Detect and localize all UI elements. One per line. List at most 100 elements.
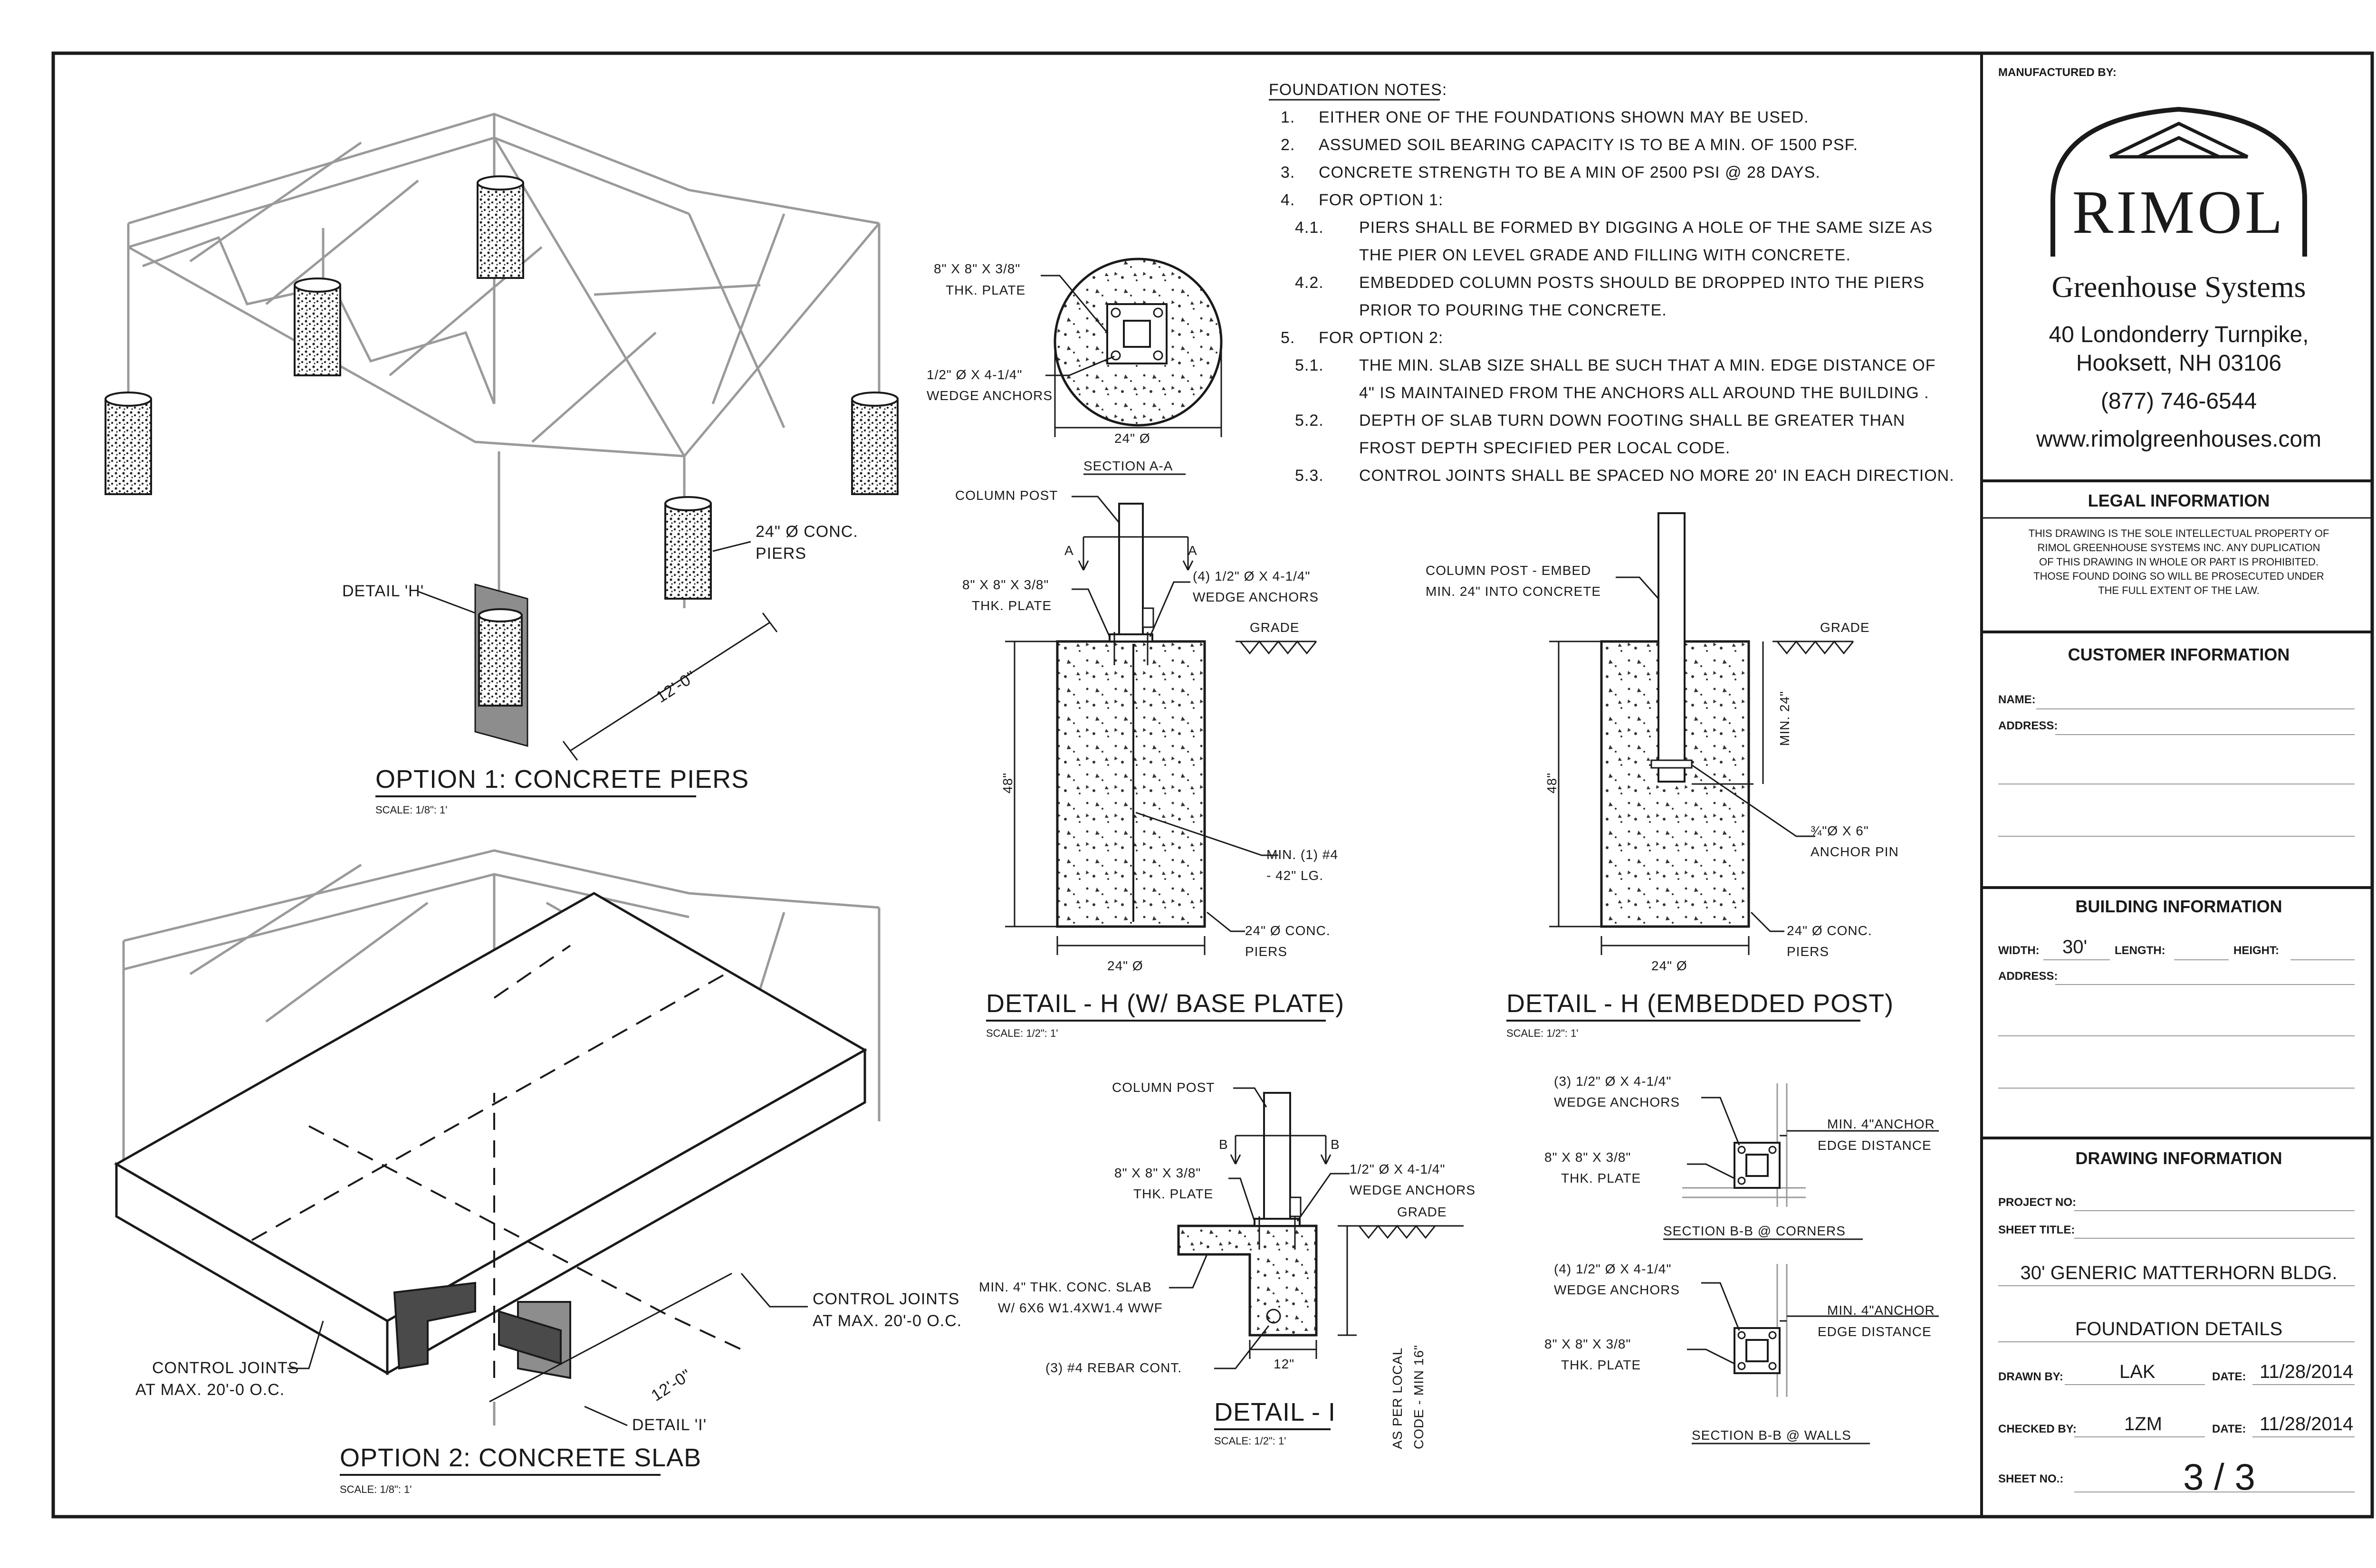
- grade-line: [1236, 640, 1317, 655]
- depth-dim: [1549, 641, 1601, 927]
- pier: [105, 392, 152, 495]
- legal-line: OF THIS DRAWING IN WHOLE OR PART IS PROH…: [2039, 556, 2319, 568]
- aa-anchor-line1: 1/2" Ø X 4-1/4": [927, 367, 1022, 382]
- width-dim: [1249, 1340, 1317, 1359]
- option2-title: OPTION 2: CONCRETE SLAB: [340, 1444, 701, 1472]
- pier: [851, 392, 899, 495]
- cut-label-a: A: [1064, 543, 1074, 558]
- company-website[interactable]: www.rimolgreenhouses.com: [2036, 427, 2321, 452]
- option2-dimension: [489, 1272, 732, 1403]
- i-anchor-line1: 1/2" Ø X 4-1/4": [1350, 1162, 1445, 1176]
- option1-title: OPTION 1: CONCRETE PIERS: [375, 765, 749, 794]
- column-section: [1123, 320, 1151, 348]
- wedge-anchors: [1258, 1216, 1296, 1250]
- detail-h-plate-scale: SCALE: 1/2": 1': [986, 1027, 1058, 1039]
- note-number: 2.: [1281, 136, 1295, 154]
- bbw-edge-line1: MIN. 4"ANCHOR: [1827, 1303, 1935, 1318]
- notes-list: 1. EITHER ONE OF THE FOUNDATIONS SHOWN MA…: [1281, 108, 1954, 485]
- note-text: EITHER ONE OF THE FOUNDATIONS SHOWN MAY …: [1319, 108, 1809, 126]
- length-label: LENGTH:: [2115, 944, 2165, 957]
- plate-leader: [1228, 1177, 1255, 1222]
- anchor-leader: [1149, 581, 1190, 637]
- anchor-leader: [1045, 355, 1115, 376]
- h-pier-line1: 24" Ø CONC.: [1245, 923, 1331, 938]
- anchor-hole: [1768, 1146, 1777, 1154]
- control-joints: [251, 945, 742, 1378]
- column-leader: [1233, 1087, 1267, 1108]
- sheet-title-label: SHEET TITLE:: [1998, 1224, 2075, 1236]
- emb-grade-label: GRADE: [1820, 620, 1870, 635]
- drawn-by-value: LAK: [2119, 1361, 2156, 1382]
- width-dim: [1056, 936, 1206, 955]
- edge-dim: [1780, 1315, 1939, 1322]
- section-bb-walls: (4) 1/2" Ø X 4-1/4" WEDGE ANCHORS 8" X 8…: [1544, 1262, 1939, 1444]
- bbw-anchor-line2: WEDGE ANCHORS: [1554, 1282, 1680, 1297]
- plate-leader: [1041, 275, 1108, 333]
- legal-line: THOSE FOUND DOING SO WILL BE PROSECUTED …: [2033, 570, 2324, 582]
- pier: [664, 496, 712, 600]
- section-bbw-title: SECTION B-B @ WALLS: [1692, 1428, 1851, 1443]
- emb-pier-line1: 24" Ø CONC.: [1787, 923, 1872, 938]
- plate-leader: [1072, 588, 1111, 637]
- project-no-label: PROJECT NO:: [1998, 1196, 2076, 1209]
- detail-h-base-plate: A A COLUMN POST 8" X 8" X 3/8" THK. PLAT…: [955, 488, 1344, 1039]
- note-text: CONCRETE STRENGTH TO BE A MIN OF 2500 PS…: [1319, 163, 1820, 182]
- checked-date-value: 11/28/2014: [2260, 1414, 2353, 1434]
- bbc-plate-line2: THK. PLATE: [1561, 1171, 1641, 1186]
- h-column-label: COLUMN POST: [955, 488, 1058, 503]
- drawn-by-label: DRAWN BY:: [1998, 1370, 2063, 1383]
- note-text: DEPTH OF SLAB TURN DOWN FOOTING SHALL BE…: [1359, 411, 1905, 430]
- section-aa-title: SECTION A-A: [1083, 459, 1173, 473]
- base-plate: [1734, 1327, 1781, 1374]
- manufactured-by-label: MANUFACTURED BY:: [1998, 66, 2117, 79]
- joint-leader-right: [740, 1273, 808, 1308]
- h-plate-line2: THK. PLATE: [972, 598, 1052, 613]
- note-number: 1.: [1281, 108, 1295, 126]
- note-number: 5.3.: [1295, 467, 1324, 485]
- h-depth-text: 48": [1000, 773, 1015, 794]
- emb-column-line1: COLUMN POST - EMBED: [1426, 563, 1591, 578]
- note-number: 5.: [1281, 329, 1295, 347]
- h-grade-label: GRADE: [1250, 620, 1300, 635]
- pier-leader: [712, 541, 751, 552]
- option2-iso-view: CONTROL JOINTS AT MAX. 20'-0 O.C. CONTRO…: [114, 849, 961, 1495]
- i-plate-line1: 8" X 8" X 3/8": [1114, 1166, 1201, 1180]
- i-anchor-line2: WEDGE ANCHORS: [1350, 1183, 1475, 1197]
- concrete-slab: [114, 892, 868, 1376]
- emb-width-text: 24" Ø: [1651, 958, 1687, 973]
- aa-plate-line1: 8" X 8" X 3/8": [934, 261, 1020, 276]
- joints-right-line1: CONTROL JOINTS: [813, 1290, 959, 1308]
- i-width-text: 12": [1274, 1357, 1294, 1371]
- pier: [294, 277, 341, 376]
- width-dim: [1600, 936, 1750, 955]
- depth-dim: [1338, 1225, 1357, 1336]
- note-text: THE PIER ON LEVEL GRADE AND FILLING WITH…: [1359, 246, 1851, 264]
- rebar-section: [1266, 1309, 1281, 1324]
- rimol-logo: RIMOL: [2050, 106, 2307, 257]
- wedge-anchors: [1113, 632, 1149, 665]
- h-plate-line1: 8" X 8" X 3/8": [962, 577, 1049, 592]
- anchor-hole: [1153, 350, 1163, 361]
- i-grade-label: GRADE: [1397, 1205, 1447, 1219]
- detail-h-embedded: COLUMN POST - EMBED MIN. 24" INTO CONCRE…: [1426, 512, 1898, 1039]
- i-slab-line2: W/ 6X6 W1.4XW1.4 WWF: [998, 1300, 1163, 1315]
- note-number: 5.2.: [1295, 411, 1324, 430]
- pier-leader: [1750, 911, 1784, 932]
- section-bb-corners: (3) 1/2" Ø X 4-1/4" WEDGE ANCHORS 8" X 8…: [1544, 1074, 1939, 1240]
- grade-line: [1772, 640, 1854, 655]
- checked-by-label: CHECKED BY:: [1998, 1423, 2077, 1435]
- detail-i-scale: SCALE: 1/2": 1': [1214, 1435, 1286, 1447]
- anchor-hole: [1737, 1362, 1746, 1370]
- anchor-leader: [1296, 1173, 1350, 1222]
- aa-plate-line2: THK. PLATE: [946, 283, 1025, 297]
- option1-iso-view: 12'-0" 24" Ø CONC. PIERS DETAIL 'H' OPTI…: [105, 113, 899, 816]
- column-leader: [1072, 496, 1120, 523]
- note-text: PIERS SHALL BE FORMED BY DIGGING A HOLE …: [1359, 219, 1933, 237]
- edge-dim: [1780, 1130, 1939, 1137]
- bbw-plate-line2: THK. PLATE: [1561, 1358, 1641, 1372]
- pin-leader: [1691, 764, 1815, 837]
- option1-scale: SCALE: 1/8": 1': [375, 804, 447, 816]
- rebar-leader: [1214, 1325, 1270, 1369]
- legal-line: RIMOL GREENHOUSE SYSTEMS INC. ANY DUPLIC…: [2038, 542, 2320, 554]
- sheet-no-value: 3 / 3: [2183, 1456, 2255, 1498]
